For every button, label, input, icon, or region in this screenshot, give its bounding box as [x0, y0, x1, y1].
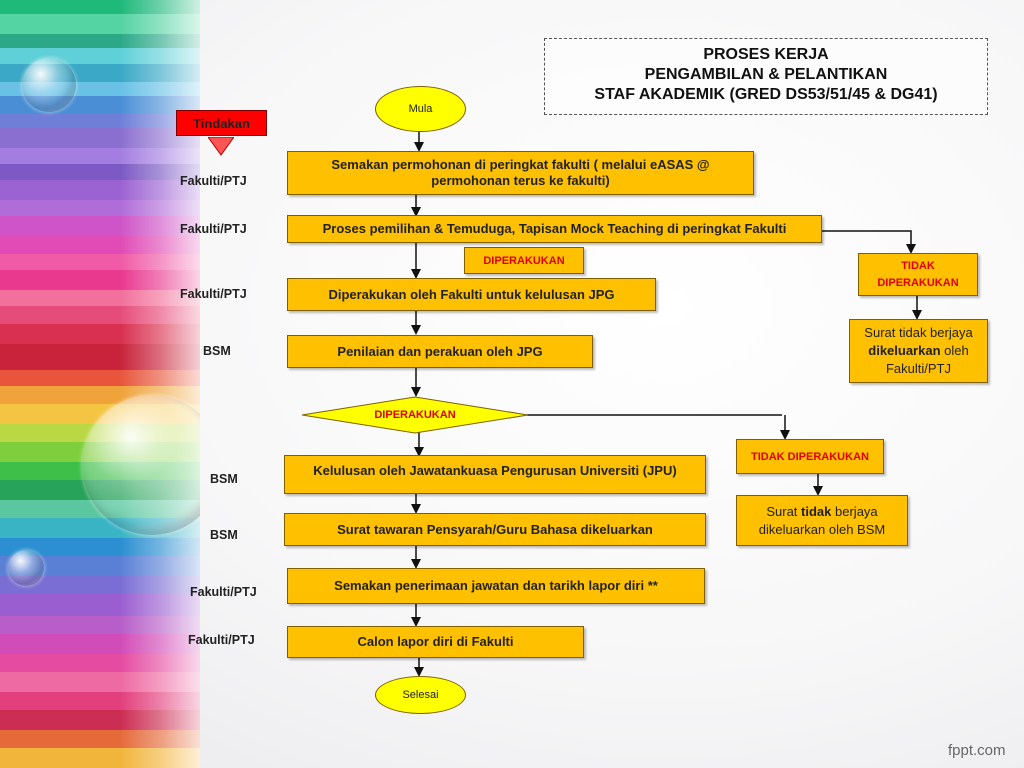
outcome1-text-post: oleh Fakulti/PTJ — [885, 343, 969, 376]
page-title: PROSES KERJA PENGAMBILAN & PELANTIKAN ST… — [544, 38, 988, 115]
end-node: Selesai — [375, 676, 466, 714]
step-semakan-penerimaan: Semakan penerimaan jawatan dan tarikh la… — [287, 568, 705, 604]
actor-label-1: Fakulti/PTJ — [180, 174, 247, 188]
title-line-1: PROSES KERJA — [703, 46, 829, 63]
decision-diperakukan-2: DIPERAKUKAN — [374, 409, 456, 421]
title-line-3: STAF AKADEMIK (GRED DS53/51/45 & DG41) — [594, 86, 938, 103]
decision-tidak-diperakukan-2: TIDAK DIPERAKUKAN — [736, 439, 884, 474]
title-line-2: PENGAMBILAN & PELANTIKAN — [644, 66, 888, 83]
outcome2-text-pre: Surat — [766, 503, 798, 519]
actor-label-3: Fakulti/PTJ — [180, 287, 247, 301]
actor-label-6: BSM — [210, 528, 238, 542]
actor-label-5: BSM — [210, 472, 238, 486]
outcome1-text-pre: Surat tidak berjaya — [864, 325, 973, 340]
outcome1-text-bold: dikeluarkan — [868, 343, 941, 358]
actor-label-4: BSM — [203, 344, 231, 358]
actor-label-8: Fakulti/PTJ — [188, 633, 255, 647]
step-calon-lapor-diri: Calon lapor diri di Fakulti — [287, 626, 584, 658]
step-semakan-permohonan: Semakan permohonan di peringkat fakulti … — [287, 151, 754, 195]
decision-diperakukan-1: DIPERAKUKAN — [464, 247, 584, 274]
actor-label-2: Fakulti/PTJ — [180, 222, 247, 236]
outcome-surat-fakulti: Surat tidak berjaya dikeluarkan oleh Fak… — [849, 319, 988, 383]
footer-brand: fppt.com — [948, 742, 1006, 759]
decorative-stripes — [0, 0, 200, 768]
start-node: Mula — [375, 86, 466, 132]
step-surat-tawaran: Surat tawaran Pensyarah/Guru Bahasa dike… — [284, 513, 706, 546]
decision-diamond — [301, 396, 529, 434]
outcome-surat-bsm: Surat tidak berjaya dikeluarkan oleh BSM — [736, 495, 908, 546]
step-diperakukan-fakulti: Diperakukan oleh Fakulti untuk kelulusan… — [287, 278, 656, 311]
tindakan-label: Tindakan — [176, 110, 267, 136]
tindakan-down-arrow-icon — [208, 137, 234, 156]
outcome2-text-bold: tidak — [801, 503, 832, 519]
actor-label-7: Fakulti/PTJ — [190, 585, 257, 599]
step-proses-pemilihan: Proses pemilihan & Temuduga, Tapisan Moc… — [287, 215, 822, 243]
step-penilaian-jpg: Penilaian dan perakuan oleh JPG — [287, 335, 593, 368]
step-kelulusan-jpu: Kelulusan oleh Jawatankuasa Pengurusan U… — [284, 455, 706, 494]
arrow-s2-to-tidak1 — [822, 230, 916, 254]
outcome2-text-post: berjaya dikeluarkan oleh BSM — [758, 503, 886, 537]
decision-tidak-diperakukan-1: TIDAK DIPERAKUKAN — [858, 253, 978, 296]
